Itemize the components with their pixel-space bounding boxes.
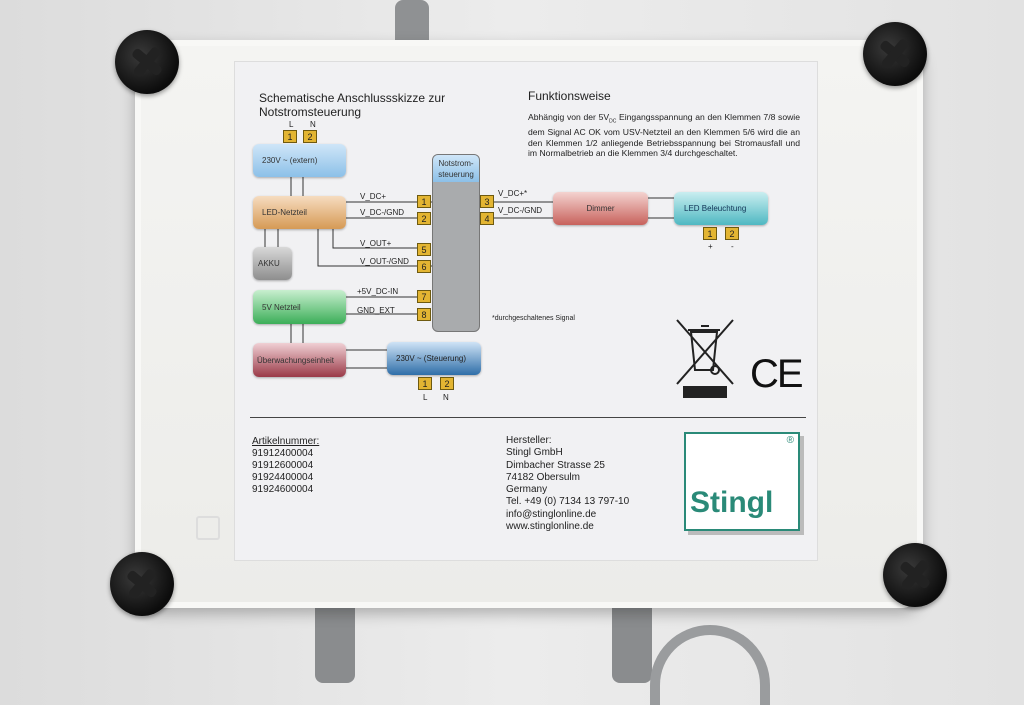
footnote: *durchgeschaltenes Signal bbox=[492, 315, 575, 322]
screw-icon bbox=[863, 22, 927, 86]
box-ueberwachungseinheit: Überwachungseinheit bbox=[253, 343, 346, 377]
ce-mark: CE bbox=[750, 352, 804, 396]
manufacturer-info: Hersteller: Stingl GmbH Dimbacher Strass… bbox=[506, 435, 629, 533]
box-230v-steuerung: 230V ~ (Steuerung) bbox=[387, 342, 481, 375]
schematic-title: Schematische Anschlussskizze zur bbox=[259, 91, 446, 105]
screw-icon bbox=[115, 30, 179, 94]
product-label: Schematische Anschlussskizze zur Notstro… bbox=[235, 62, 817, 560]
manufacturer-line: Stingl GmbH bbox=[506, 447, 563, 459]
manufacturer-heading: Hersteller: bbox=[506, 435, 552, 446]
article-number: 91912400004 bbox=[252, 448, 314, 459]
signal-label: V_OUT-/GND bbox=[360, 257, 409, 266]
manufacturer-line: Dimbacher Strasse 25 bbox=[506, 459, 605, 471]
label-minus: - bbox=[731, 242, 734, 251]
notstrom-label-2: steuerung bbox=[438, 170, 474, 179]
signal-label: V_DC-/GND bbox=[360, 208, 405, 217]
manufacturer-line: info@stinglonline.de bbox=[506, 508, 597, 520]
terminal: 1 bbox=[417, 195, 431, 208]
notstrom-label-1: Notstrom- bbox=[438, 159, 474, 168]
terminal: 2 bbox=[417, 212, 431, 225]
terminal: 2 bbox=[303, 130, 317, 143]
cable-bottom-right bbox=[612, 600, 652, 683]
article-number: 91924600004 bbox=[252, 484, 314, 495]
box-notstromsteuerung: Notstrom- steuerung bbox=[432, 154, 480, 332]
article-numbers: Artikelnummer: 91912400004 91912600004 9… bbox=[252, 436, 319, 496]
registered-mark: ® bbox=[786, 435, 794, 446]
terminal: 1 bbox=[418, 377, 432, 390]
signal-label: +5V_DC-IN bbox=[357, 287, 399, 296]
manufacturer-line: Germany bbox=[506, 484, 548, 496]
manufacturer-line: 74182 Obersulm bbox=[506, 471, 580, 483]
signal-label: V_DC+* bbox=[498, 189, 528, 198]
article-heading: Artikelnummer: bbox=[252, 436, 320, 447]
terminal: 2 bbox=[725, 227, 739, 240]
box-230v-extern: 230V ~ (extern) bbox=[253, 144, 346, 177]
manufacturer-line: Tel. +49 (0) 7134 13 797-10 bbox=[506, 496, 630, 508]
label-l: L bbox=[423, 393, 428, 402]
function-text: Abhängig von der 5VDC Eingangsspannung a… bbox=[528, 112, 800, 159]
terminal: 6 bbox=[417, 260, 431, 273]
box-led-beleuchtung: LED Beleuchtung bbox=[674, 192, 768, 225]
signal-label: V_DC-/GND bbox=[498, 206, 543, 215]
box-5v-netzteil: 5V Netzteil bbox=[253, 290, 346, 324]
stingl-logo: ® Stingl bbox=[684, 432, 800, 531]
signal-label: V_DC+ bbox=[360, 192, 387, 201]
divider bbox=[250, 417, 806, 418]
function-title: Funktionsweise bbox=[528, 89, 611, 103]
terminal: 3 bbox=[480, 195, 494, 208]
article-number: 91912600004 bbox=[252, 460, 314, 471]
terminal: 8 bbox=[417, 308, 431, 321]
box-akku: AKKU bbox=[253, 247, 292, 280]
signal-label: V_OUT+ bbox=[360, 239, 392, 248]
screw-icon bbox=[110, 552, 174, 616]
box-dimmer: Dimmer bbox=[553, 192, 648, 225]
mounting-mark bbox=[196, 516, 220, 540]
weee-bin-icon bbox=[676, 319, 734, 398]
label-plus: + bbox=[708, 242, 713, 251]
logo-text: Stingl bbox=[690, 486, 774, 519]
terminal: 4 bbox=[480, 212, 494, 225]
article-number: 91924400004 bbox=[252, 472, 314, 483]
screw-icon bbox=[883, 543, 947, 607]
label-n: N bbox=[310, 120, 316, 129]
terminal: 2 bbox=[440, 377, 454, 390]
schematic-title-2: Notstromsteuerung bbox=[259, 105, 362, 119]
signal-label: GND_EXT bbox=[357, 306, 395, 315]
label-n: N bbox=[443, 393, 449, 402]
terminal: 1 bbox=[703, 227, 717, 240]
cable-bottom-left bbox=[315, 600, 355, 683]
terminal: 7 bbox=[417, 290, 431, 303]
terminal: 1 bbox=[283, 130, 297, 143]
box-led-netzteil: LED-Netzteil bbox=[253, 196, 346, 229]
terminal: 5 bbox=[417, 243, 431, 256]
label-l: L bbox=[289, 120, 294, 129]
manufacturer-line: www.stinglonline.de bbox=[506, 521, 594, 533]
cable-loop bbox=[650, 625, 770, 705]
